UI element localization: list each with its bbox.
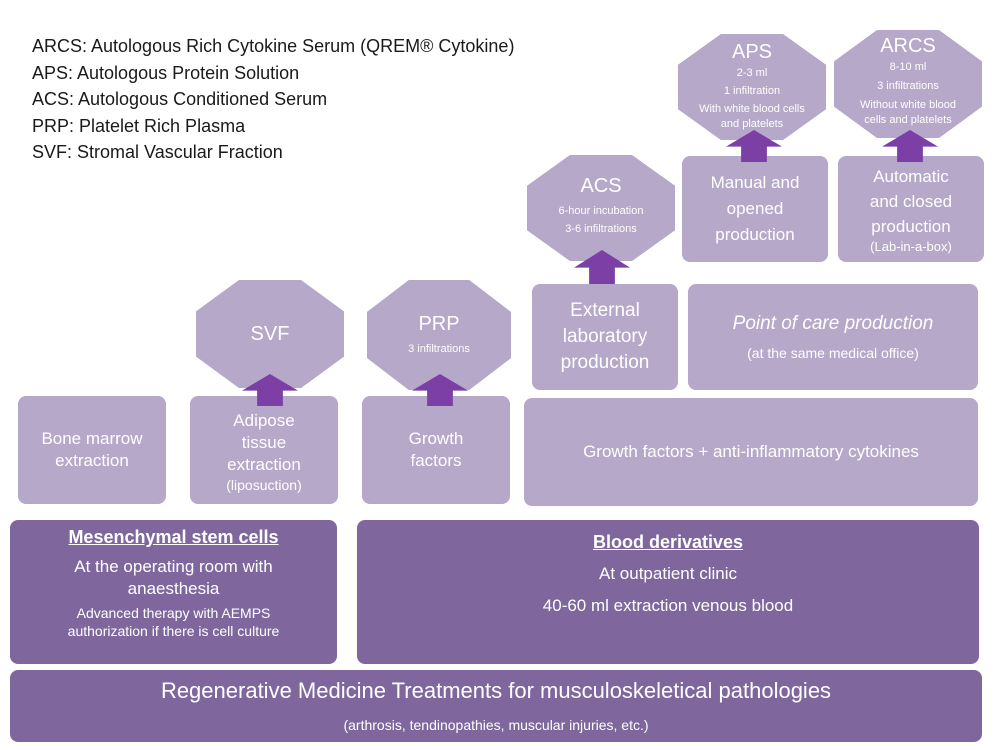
- aps-line4: and platelets: [720, 118, 784, 130]
- adipose-line1: Adipose: [233, 411, 295, 430]
- prp-line1: 3 infiltrations: [408, 343, 470, 355]
- external-lab-line3: production: [560, 352, 650, 373]
- banner-subtitle: (arthrosis, tendinopathies, muscular inj…: [343, 717, 649, 733]
- mesenchymal-stem-cells-box: Mesenchymal stem cells At the operating …: [10, 520, 337, 664]
- automatic-production-box: Automatic and closed production (Lab-in-…: [838, 156, 984, 262]
- bone-marrow-line2: extraction: [55, 451, 129, 470]
- svf-octagon: SVF: [196, 280, 344, 388]
- legend-prp: PRP: Platelet Rich Plasma: [32, 115, 246, 136]
- svf-title: SVF: [250, 323, 290, 345]
- msc-note2: authorization if there is cell culture: [67, 623, 280, 639]
- regenerative-medicine-banner: Regenerative Medicine Treatments for mus…: [10, 670, 982, 742]
- growth-factors-box: Growth factors: [362, 396, 510, 504]
- msc-line2: anaesthesia: [127, 579, 220, 598]
- prp-octagon: PRP 3 infiltrations: [367, 280, 511, 390]
- arcs-title: ARCS: [880, 35, 936, 57]
- arcs-line4: cells and platelets: [864, 114, 952, 126]
- adipose-line4: (liposuction): [226, 477, 302, 493]
- external-laboratory-box: External laboratory production: [532, 284, 678, 390]
- blood-line1: At outpatient clinic: [599, 564, 737, 583]
- adipose-line2: tissue: [241, 433, 287, 452]
- growth-factors-line2: factors: [410, 451, 462, 470]
- aps-line2: 1 infiltration: [723, 85, 781, 97]
- prp-title: PRP: [418, 313, 460, 335]
- legend-svf: SVF: Stromal Vascular Fraction: [32, 142, 283, 162]
- legend-aps: APS: Autologous Protein Solution: [32, 62, 300, 83]
- legend-arcs: ARCS: Autologous Rich Cytokine Serum (QR…: [32, 36, 515, 56]
- blood-title: Blood derivatives: [592, 532, 744, 552]
- legend-acs: ACS: Autologous Conditioned Serum: [32, 89, 328, 109]
- bone-marrow-extraction-box: Bone marrow extraction: [18, 396, 166, 504]
- arcs-line2: 3 infiltrations: [877, 80, 939, 92]
- aps-line1: 2-3 ml: [736, 67, 768, 79]
- arcs-octagon: ARCS 8-10 ml 3 infiltrations Without whi…: [834, 30, 982, 138]
- manual-line3: production: [715, 225, 795, 244]
- aps-octagon: APS 2-3 ml 1 infiltration With white blo…: [678, 34, 826, 140]
- manual-production-box: Manual and opened production: [682, 156, 828, 262]
- automatic-line2: and closed: [869, 191, 953, 211]
- acs-title: ACS: [580, 175, 622, 197]
- growth-cytokines-text: Growth factors + anti-inflammatory cytok…: [583, 442, 919, 461]
- msc-note1: Advanced therapy with AEMPS: [76, 605, 271, 621]
- legend: ARCS: Autologous Rich Cytokine Serum (QR…: [32, 33, 514, 166]
- arcs-line1: 8-10 ml: [889, 61, 927, 73]
- point-of-care-title: Point of care production: [732, 313, 934, 334]
- growth-factors-line1: Growth: [408, 429, 464, 448]
- aps-line3: With white blood cells: [699, 103, 805, 115]
- blood-derivatives-box: Blood derivatives At outpatient clinic 4…: [357, 520, 979, 664]
- msc-title: Mesenchymal stem cells: [68, 527, 279, 547]
- external-lab-line2: laboratory: [562, 326, 648, 347]
- point-of-care-box: Point of care production (at the same me…: [688, 284, 978, 390]
- automatic-line4: (Lab-in-a-box): [870, 238, 952, 254]
- banner-title: Regenerative Medicine Treatments for mus…: [160, 678, 832, 703]
- adipose-tissue-extraction-box: Adipose tissue extraction (liposuction): [190, 396, 338, 504]
- arcs-line3: Without white blood: [860, 99, 956, 111]
- manual-line2: opened: [726, 199, 784, 218]
- acs-line1: 6-hour incubation: [558, 205, 644, 217]
- aps-title: APS: [731, 41, 773, 63]
- msc-line1: At the operating room with: [74, 557, 273, 576]
- manual-line1: Manual and: [710, 173, 800, 192]
- acs-line2: 3-6 infiltrations: [565, 223, 637, 235]
- blood-line2: 40-60 ml extraction venous blood: [542, 596, 794, 615]
- point-of-care-sub: (at the same medical office): [747, 345, 919, 361]
- bone-marrow-line1: Bone marrow: [41, 429, 143, 448]
- external-lab-line1: External: [570, 300, 640, 321]
- acs-octagon: ACS 6-hour incubation 3-6 infiltrations: [527, 155, 675, 261]
- growth-cytokines-box: Growth factors + anti-inflammatory cytok…: [524, 398, 978, 506]
- adipose-line3: extraction: [227, 455, 301, 474]
- automatic-line1: Automatic: [873, 166, 949, 186]
- automatic-line3: production: [871, 216, 951, 236]
